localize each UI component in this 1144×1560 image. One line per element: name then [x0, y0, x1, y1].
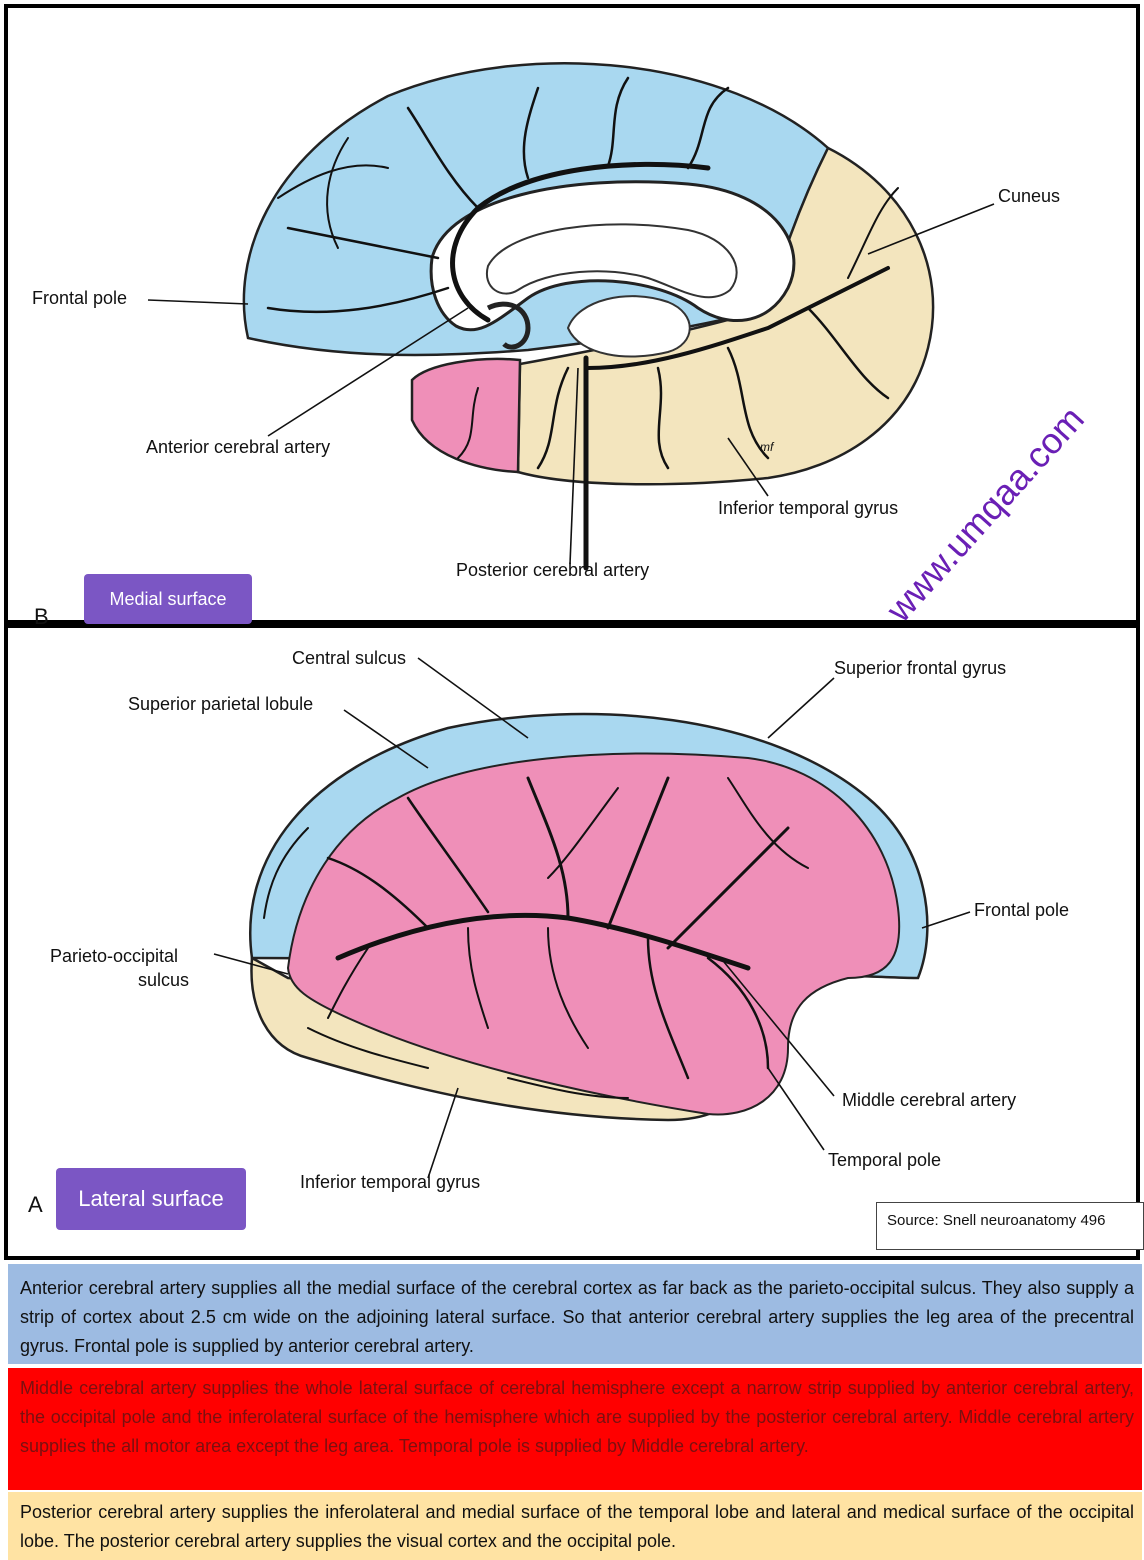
medial-surface-tag: Medial surface: [84, 574, 252, 624]
lateral-surface-diagram: [213, 657, 971, 1179]
leader-lines-lateral: [213, 657, 971, 1179]
panel-letter-a: A: [28, 1192, 43, 1217]
label-cuneus: Cuneus: [998, 186, 1061, 206]
label-middle-cerebral-artery: Middle cerebral artery: [842, 1090, 1017, 1110]
anterior-artery-description: Anterior cerebral artery supplies all th…: [8, 1264, 1142, 1366]
label-parieto-occipital-line1: Parieto-occipital: [50, 946, 179, 966]
artery-branches-medial: [266, 76, 899, 571]
label-central-sulcus: Central sulcus: [292, 648, 407, 668]
posterior-artery-description: Posterior cerebral artery supplies the i…: [8, 1492, 1142, 1560]
label-temporal-pole: Temporal pole: [828, 1150, 942, 1170]
label-frontal-pole-medial: Frontal pole: [32, 288, 128, 308]
label-superior-frontal-gyrus: Superior frontal gyrus: [834, 658, 1007, 678]
middle-artery-description: Middle cerebral artery supplies the whol…: [8, 1368, 1142, 1490]
artery-branches-lateral: [263, 776, 809, 1099]
panel-letter-b: B: [34, 604, 49, 629]
label-parieto-occipital-line2: sulcus: [138, 970, 190, 990]
lateral-surface-tag: Lateral surface: [56, 1168, 246, 1230]
label-anterior-cerebral-artery: Anterior cerebral artery: [146, 437, 331, 457]
middle-territory-medial: [410, 357, 522, 474]
label-frontal-pole-lateral: Frontal pole: [974, 900, 1070, 920]
label-inferior-temporal-gyrus-medial: Inferior temporal gyrus: [718, 498, 899, 518]
artist-signature: mf: [760, 440, 774, 454]
source-citation: Source: Snell neuroanatomy 496: [876, 1202, 1144, 1250]
thalamus: [566, 295, 691, 358]
label-posterior-cerebral-artery: Posterior cerebral artery: [456, 560, 650, 580]
medial-surface-diagram: [147, 62, 995, 571]
ventricle-outline: [485, 223, 738, 299]
leader-lines-medial: [147, 203, 995, 565]
label-superior-parietal-lobule: Superior parietal lobule: [128, 694, 314, 714]
medial-surface-panel: Frontal pole Anterior cerebral artery Po…: [4, 4, 1140, 629]
label-inferior-temporal-gyrus-lateral: Inferior temporal gyrus: [300, 1172, 481, 1192]
brainstem-notch: [486, 301, 531, 350]
lateral-surface-panel: Central sulcus Superior parietal lobule …: [4, 624, 1140, 1260]
